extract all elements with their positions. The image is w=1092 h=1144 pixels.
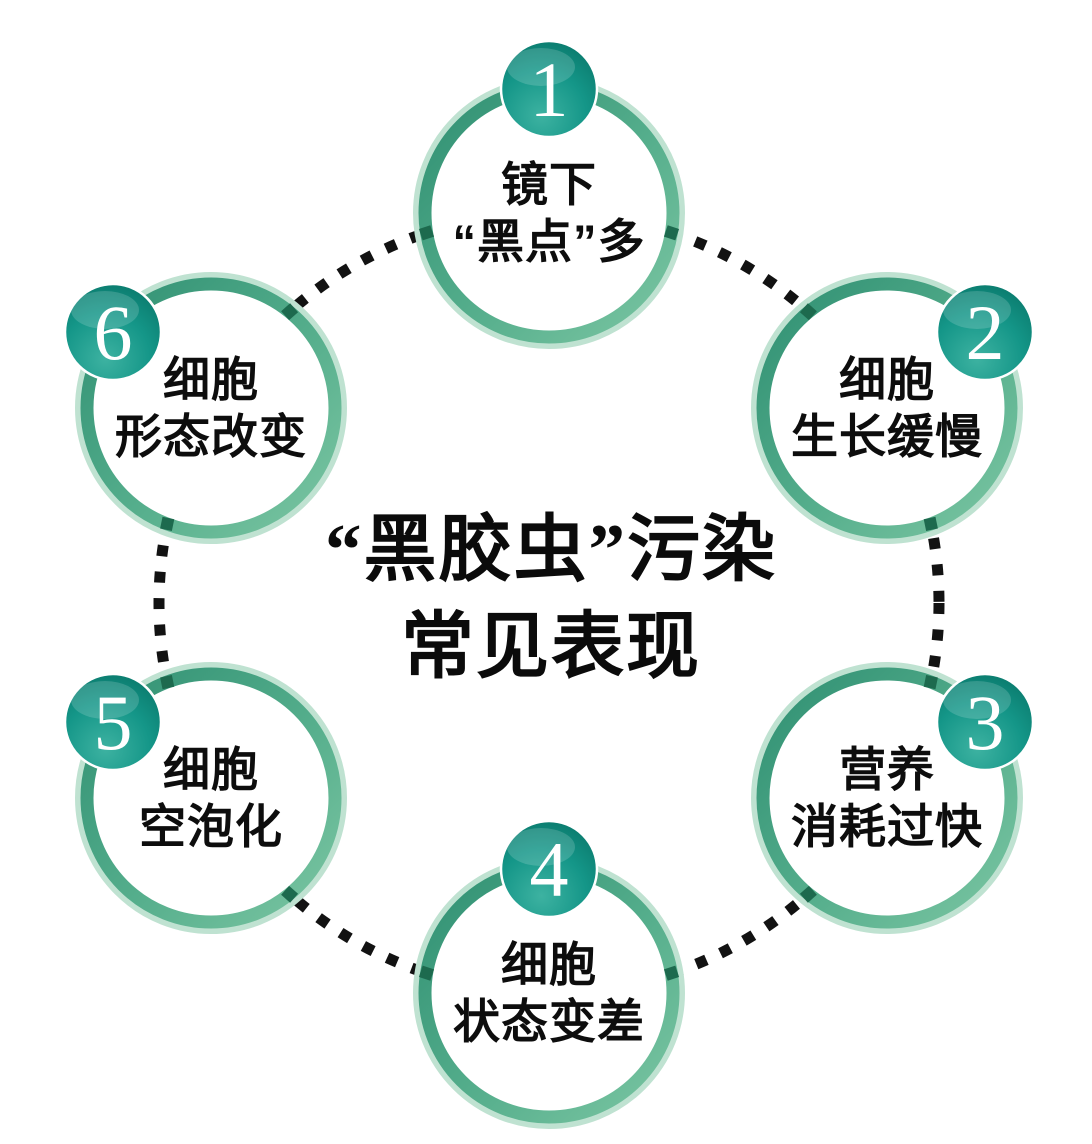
label-3-line2: 消耗过快 — [791, 800, 983, 853]
badge-6: 6 — [63, 282, 163, 382]
badge-5-number: 5 — [94, 679, 133, 766]
badge-3-number: 3 — [966, 679, 1005, 766]
label-5-line2: 空泡化 — [139, 800, 283, 853]
page-title-line1: “黑胶虫”污染 — [325, 509, 777, 590]
label-2-line1: 细胞 — [839, 353, 935, 406]
badge-3: 3 — [935, 672, 1035, 772]
label-6-line1: 细胞 — [163, 353, 259, 406]
page-title: “黑胶虫”污染 常见表现 — [171, 500, 931, 696]
label-3: 营养 消耗过快 — [747, 732, 1027, 864]
label-4-line2: 状态变差 — [453, 995, 645, 1048]
label-5-line1: 细胞 — [163, 743, 259, 796]
label-1-line2: “黑点”多 — [452, 215, 646, 268]
junction-dashes — [160, 225, 938, 981]
label-3-line1: 营养 — [839, 743, 935, 796]
label-2-line2: 生长缓慢 — [791, 410, 983, 463]
label-6-line2: 形态改变 — [115, 410, 307, 463]
badge-5: 5 — [63, 672, 163, 772]
badge-2-number: 2 — [966, 289, 1005, 376]
label-4: 细胞 状态变差 — [409, 927, 689, 1059]
page-title-line2: 常见表现 — [401, 606, 701, 687]
label-6: 细胞 形态改变 — [71, 342, 351, 474]
badge-1-number: 1 — [530, 46, 569, 133]
label-2: 细胞 生长缓慢 — [747, 342, 1027, 474]
badge-4-number: 4 — [530, 826, 569, 913]
label-5: 细胞 空泡化 — [71, 732, 351, 864]
badge-6-number: 6 — [94, 289, 133, 376]
label-1: 镜下 “黑点”多 — [409, 147, 689, 279]
badge-4: 4 — [499, 819, 599, 919]
label-4-line1: 细胞 — [501, 938, 597, 991]
label-1-line1: 镜下 — [501, 158, 597, 211]
badge-1: 1 — [499, 39, 599, 139]
badge-2: 2 — [935, 282, 1035, 382]
